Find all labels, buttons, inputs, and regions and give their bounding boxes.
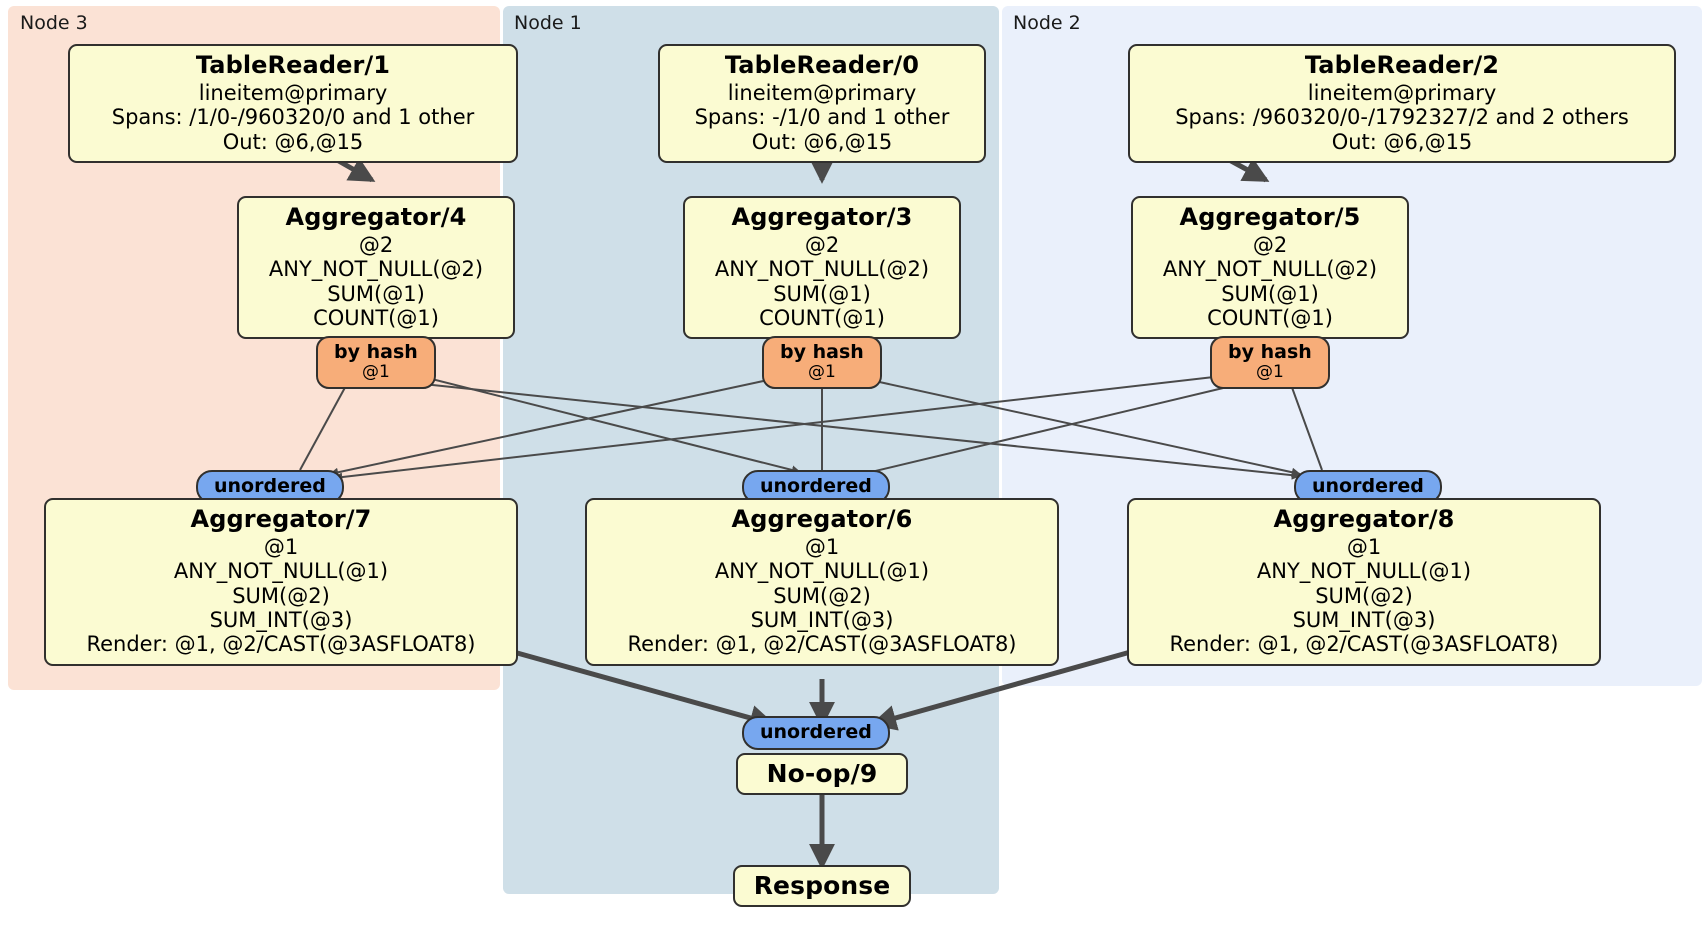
output-router-by-hash-right[interactable]: by hash @1 xyxy=(1210,336,1330,389)
processor-detail-line: ANY_NOT_NULL(@2) xyxy=(714,257,930,282)
synchronizer-label: unordered xyxy=(760,475,872,497)
processor-title: TableReader/0 xyxy=(724,51,920,79)
processor-detail-line: COUNT(@1) xyxy=(313,305,439,330)
processor-detail-line: Out: @6,@15 xyxy=(222,129,364,154)
router-column: @1 xyxy=(1255,361,1284,382)
processor-title: TableReader/1 xyxy=(195,51,391,79)
output-router-by-hash-center[interactable]: by hash @1 xyxy=(762,336,882,389)
processor-detail-line: @2 xyxy=(1252,232,1288,257)
region-label-node-1: Node 1 xyxy=(514,12,582,34)
processor-detail-line: ANY_NOT_NULL(@1) xyxy=(714,559,930,584)
processor-detail-line: SUM(@1) xyxy=(773,281,871,306)
processor-detail-line: Render: @1, @2/CAST(@3ASFLOAT8) xyxy=(1169,632,1559,657)
processor-detail-line: SUM(@1) xyxy=(1221,281,1319,306)
processor-detail-line: @1 xyxy=(1346,534,1382,559)
processor-aggregator-5[interactable]: Aggregator/5 @2 ANY_NOT_NULL(@2) SUM(@1)… xyxy=(1131,196,1409,340)
processor-detail-line: SUM_INT(@3) xyxy=(750,607,894,632)
router-label: by hash xyxy=(780,341,864,363)
processor-detail-line: Render: @1, @2/CAST(@3ASFLOAT8) xyxy=(86,632,476,657)
synchronizer-label: unordered xyxy=(1312,475,1424,497)
processor-title: Aggregator/7 xyxy=(190,505,372,533)
processor-detail-line: ANY_NOT_NULL(@1) xyxy=(1256,559,1472,584)
processor-aggregator-8[interactable]: Aggregator/8 @1 ANY_NOT_NULL(@1) SUM(@2)… xyxy=(1127,498,1601,666)
processor-aggregator-4[interactable]: Aggregator/4 @2 ANY_NOT_NULL(@2) SUM(@1)… xyxy=(237,196,515,340)
processor-detail-line: Render: @1, @2/CAST(@3ASFLOAT8) xyxy=(627,632,1017,657)
processor-aggregator-3[interactable]: Aggregator/3 @2 ANY_NOT_NULL(@2) SUM(@1)… xyxy=(683,196,961,340)
processor-aggregator-6[interactable]: Aggregator/6 @1 ANY_NOT_NULL(@1) SUM(@2)… xyxy=(585,498,1059,666)
processor-detail-line: lineitem@primary xyxy=(198,80,388,105)
processor-detail-line: Spans: -/1/0 and 1 other xyxy=(694,105,950,130)
processor-detail-line: SUM_INT(@3) xyxy=(209,607,353,632)
processor-detail-line: SUM(@2) xyxy=(773,583,871,608)
processor-detail-line: COUNT(@1) xyxy=(1207,305,1333,330)
processor-detail-line: @1 xyxy=(804,534,840,559)
processor-title: No-op/9 xyxy=(766,759,878,788)
processor-tablereader-2[interactable]: TableReader/2 lineitem@primary Spans: /9… xyxy=(1128,44,1676,163)
processor-aggregator-7[interactable]: Aggregator/7 @1 ANY_NOT_NULL(@1) SUM(@2)… xyxy=(44,498,518,666)
processor-title: Aggregator/3 xyxy=(731,203,913,231)
processor-noop-9[interactable]: No-op/9 xyxy=(736,753,908,795)
processor-title: Aggregator/4 xyxy=(285,203,467,231)
router-column: @1 xyxy=(361,361,390,382)
region-label-node-3: Node 3 xyxy=(20,12,88,34)
processor-detail-line: SUM(@1) xyxy=(327,281,425,306)
processor-detail-line: @2 xyxy=(358,232,394,257)
router-label: by hash xyxy=(334,341,418,363)
region-label-node-2: Node 2 xyxy=(1013,12,1081,34)
synchronizer-unordered-final[interactable]: unordered xyxy=(742,716,890,750)
synchronizer-label: unordered xyxy=(760,721,872,743)
processor-detail-line: lineitem@primary xyxy=(1307,80,1497,105)
processor-detail-line: COUNT(@1) xyxy=(759,305,885,330)
processor-detail-line: SUM(@2) xyxy=(232,583,330,608)
processor-tablereader-1[interactable]: TableReader/1 lineitem@primary Spans: /1… xyxy=(68,44,518,163)
processor-response[interactable]: Response xyxy=(733,865,911,907)
processor-title: Aggregator/6 xyxy=(731,505,913,533)
synchronizer-label: unordered xyxy=(214,475,326,497)
processor-tablereader-0[interactable]: TableReader/0 lineitem@primary Spans: -/… xyxy=(658,44,986,163)
output-router-by-hash-left[interactable]: by hash @1 xyxy=(316,336,436,389)
router-label: by hash xyxy=(1228,341,1312,363)
processor-detail-line: Spans: /1/0-/960320/0 and 1 other xyxy=(111,105,475,130)
processor-detail-line: lineitem@primary xyxy=(727,80,917,105)
processor-detail-line: @1 xyxy=(263,534,299,559)
processor-detail-line: SUM_INT(@3) xyxy=(1292,607,1436,632)
processor-detail-line: Spans: /960320/0-/1792327/2 and 2 others xyxy=(1175,105,1629,130)
router-column: @1 xyxy=(807,361,836,382)
processor-detail-line: SUM(@2) xyxy=(1315,583,1413,608)
processor-detail-line: ANY_NOT_NULL(@1) xyxy=(173,559,389,584)
processor-detail-line: Out: @6,@15 xyxy=(751,129,893,154)
processor-title: Aggregator/5 xyxy=(1179,203,1361,231)
processor-title: Response xyxy=(753,871,891,900)
processor-detail-line: ANY_NOT_NULL(@2) xyxy=(1162,257,1378,282)
processor-detail-line: @2 xyxy=(804,232,840,257)
processor-title: Aggregator/8 xyxy=(1273,505,1455,533)
processor-detail-line: ANY_NOT_NULL(@2) xyxy=(268,257,484,282)
processor-title: TableReader/2 xyxy=(1304,51,1500,79)
processor-detail-line: Out: @6,@15 xyxy=(1331,129,1473,154)
